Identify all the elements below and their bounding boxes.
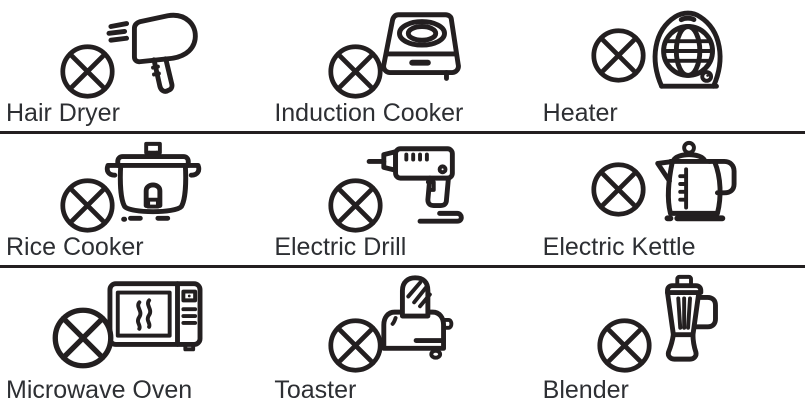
cell-microwave-oven: Microwave Oven — [0, 268, 268, 408]
prohibition-icon — [60, 44, 115, 99]
cell-electric-kettle: Electric Kettle — [537, 134, 805, 265]
prohibition-icon — [591, 162, 646, 217]
hair-dryer-icon — [106, 12, 198, 94]
item-label: Hair Dryer — [6, 99, 120, 127]
cell-electric-drill: Electric Drill — [268, 134, 536, 265]
prohibition-icon — [328, 318, 384, 373]
heater-icon — [652, 10, 723, 89]
electric-kettle-icon — [655, 140, 737, 222]
grid-row-1: Hair Dryer Induction Cooker — [0, 0, 805, 131]
cell-toaster: Toaster — [268, 268, 536, 408]
prohibition-icon — [328, 44, 384, 99]
row-divider — [0, 131, 805, 134]
prohibition-icon — [597, 318, 652, 373]
prohibition-icon — [328, 178, 384, 233]
item-label: Heater — [542, 99, 618, 127]
item-label: Blender — [542, 375, 629, 404]
cell-hair-dryer: Hair Dryer — [0, 0, 268, 131]
rice-cooker-icon — [104, 141, 202, 222]
cell-induction-cooker: Induction Cooker — [268, 0, 536, 131]
item-label: Toaster — [274, 375, 357, 404]
item-label: Electric Kettle — [542, 233, 696, 261]
prohibition-icon — [60, 178, 115, 233]
blender-icon — [664, 274, 718, 362]
toaster-icon — [381, 275, 454, 360]
item-label: Electric Drill — [274, 233, 407, 261]
microwave-oven-icon — [107, 281, 203, 352]
row-divider — [0, 265, 805, 268]
cell-rice-cooker: Rice Cooker — [0, 134, 268, 265]
induction-cooker-icon — [381, 12, 462, 81]
prohibition-icon — [52, 307, 114, 369]
grid-row-2: Rice Cooker Electric Dr — [0, 134, 805, 265]
item-label: Induction Cooker — [274, 99, 464, 127]
cell-heater: Heater — [537, 0, 805, 131]
item-label: Microwave Oven — [6, 375, 193, 404]
prohibition-icon — [591, 28, 646, 83]
grid-row-3: Microwave Oven Toaster — [0, 268, 805, 408]
electric-drill-icon — [367, 146, 465, 224]
cell-blender: Blender — [537, 268, 805, 408]
item-label: Rice Cooker — [6, 233, 144, 261]
